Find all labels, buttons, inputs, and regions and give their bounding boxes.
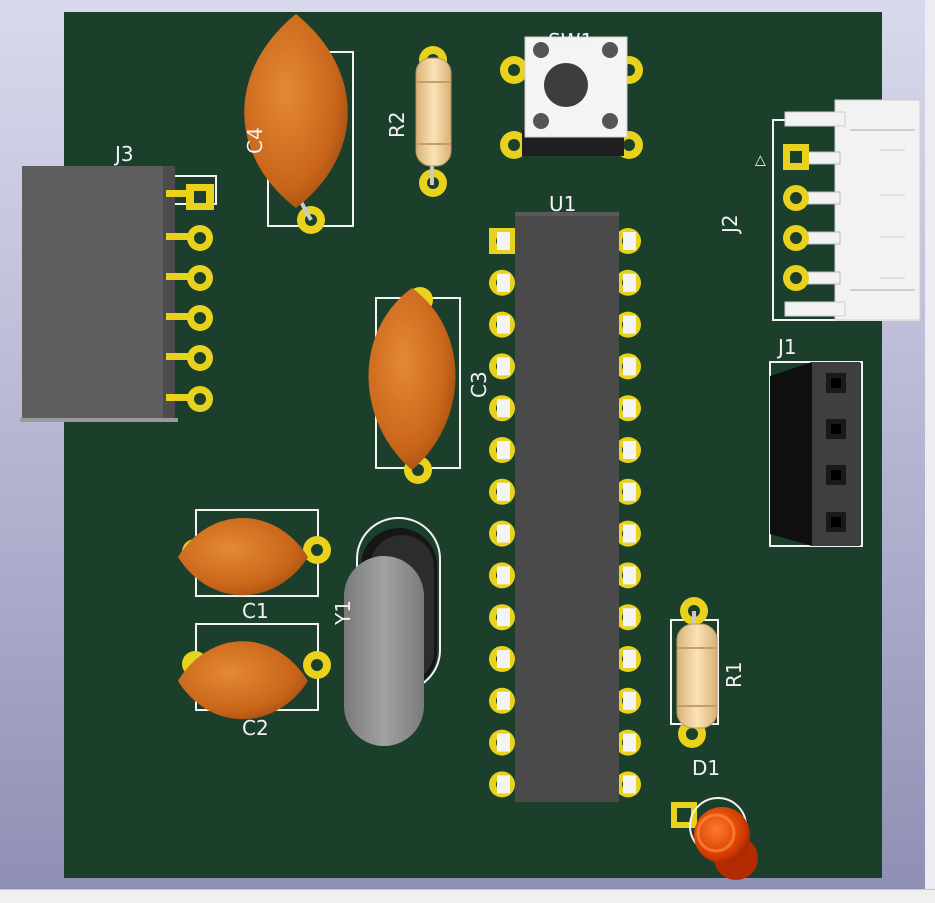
d1-label: D1 xyxy=(692,756,720,780)
u1-pin-1 xyxy=(489,228,515,254)
u1-pin-7 xyxy=(489,478,515,505)
j1-pin-1 xyxy=(826,373,846,393)
j3-pin-2 xyxy=(166,225,213,251)
j3-pin-3 xyxy=(166,265,213,291)
u1-pin-18 xyxy=(615,646,641,672)
c1-capacitor: C1 xyxy=(178,509,331,623)
u1-pin-13 xyxy=(489,729,515,756)
j1-shroud xyxy=(770,362,812,546)
j2-label: J2 xyxy=(718,214,742,235)
c3-body xyxy=(368,288,456,470)
j3-pin-4 xyxy=(166,305,213,331)
u1-pin-6 xyxy=(489,437,515,463)
u1-pin-24 xyxy=(615,395,641,422)
u1-right-pads xyxy=(615,228,641,798)
sw1-actuator xyxy=(544,63,588,107)
j3-pin-5 xyxy=(166,345,213,371)
u1-pin-14 xyxy=(489,771,515,798)
c1-body xyxy=(178,518,308,596)
u1-pin-3 xyxy=(489,311,515,338)
r2-label: R2 xyxy=(385,111,409,138)
u1-pin-9 xyxy=(489,562,515,589)
c3-capacitor: C3 xyxy=(368,287,491,484)
c2-body xyxy=(178,641,308,720)
j2-pin-4 xyxy=(783,265,841,291)
j2-pin-3 xyxy=(783,225,841,251)
j1-label: J1 xyxy=(776,335,797,359)
d1-led: D1 xyxy=(671,756,758,880)
j1-pin-2 xyxy=(826,419,846,439)
j3-pin-1 xyxy=(166,184,214,210)
u1-pin-16 xyxy=(615,729,641,756)
sw1-label: SW1 xyxy=(548,29,593,53)
u1-pin-15 xyxy=(615,771,641,798)
y1-crystal: Y1 xyxy=(331,517,441,746)
y1-label: Y1 xyxy=(331,600,355,626)
u1-pin-27 xyxy=(615,269,641,296)
j3-pin-6 xyxy=(166,386,213,412)
u1-pin-11 xyxy=(489,646,515,672)
j1-pin-3 xyxy=(826,465,846,485)
c4-body xyxy=(244,14,348,208)
c1-label: C1 xyxy=(242,599,269,623)
c2-label: C2 xyxy=(242,716,269,740)
r1-label: R1 xyxy=(722,661,746,688)
u1-pin-22 xyxy=(615,478,641,505)
j1-pin-4 xyxy=(826,512,846,532)
u1-pin-28 xyxy=(615,228,641,254)
u1-label: U1 xyxy=(549,192,576,216)
u1-pin-12 xyxy=(489,687,515,714)
j3-body-edge xyxy=(163,166,175,420)
r2-body xyxy=(415,57,452,167)
u1-pin-20 xyxy=(615,562,641,589)
c4-capacitor: C4 xyxy=(243,14,354,234)
u1-pin-4 xyxy=(489,353,515,380)
u1-pin-23 xyxy=(615,437,641,463)
u1-pin-5 xyxy=(489,395,515,422)
u1-pin-21 xyxy=(615,520,641,547)
y1-body xyxy=(344,556,424,746)
u1-body xyxy=(515,212,619,802)
u1-chip: U1 xyxy=(489,192,641,802)
j2-pin-1 xyxy=(783,144,841,170)
j3-body-shadow xyxy=(20,418,178,422)
j2-body xyxy=(834,99,921,321)
u1-pin-19 xyxy=(615,604,641,631)
j1-connector: J1 xyxy=(769,335,863,547)
u1-pin-26 xyxy=(615,311,641,338)
r1-resistor: R1 xyxy=(670,597,746,748)
u1-pin-25 xyxy=(615,353,641,380)
j3-body xyxy=(22,166,166,420)
right-scrollbar[interactable] xyxy=(925,0,935,889)
u1-left-pads xyxy=(489,228,515,798)
u1-pin-2 xyxy=(489,269,515,296)
u1-pin-8 xyxy=(489,520,515,547)
j2-pin1-marker: ▷ xyxy=(752,155,768,166)
r1-body xyxy=(676,623,718,729)
j3-connector: J3 xyxy=(20,142,217,422)
j2-pin-2 xyxy=(783,185,841,211)
pcb-board xyxy=(64,12,882,878)
j2-connector: ▷ J2 xyxy=(718,99,921,321)
j3-label: J3 xyxy=(113,142,134,166)
u1-pin-17 xyxy=(615,687,641,714)
r2-resistor: R2 xyxy=(385,46,452,197)
c4-label: C4 xyxy=(243,127,267,154)
status-bar xyxy=(0,889,935,903)
c2-capacitor: C2 xyxy=(178,623,331,740)
u1-pin-10 xyxy=(489,604,515,631)
c3-label: C3 xyxy=(467,371,491,398)
sw1-switch: SW1 xyxy=(500,29,643,159)
